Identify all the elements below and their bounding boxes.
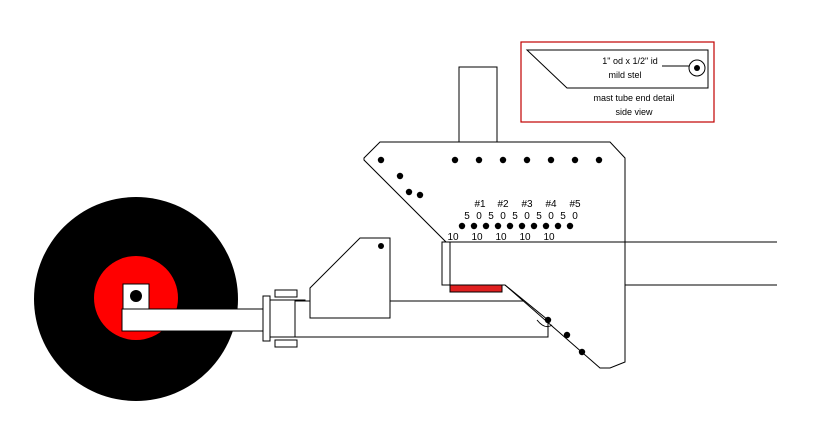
detail-material: mild stel <box>608 70 641 80</box>
position-label-5: #5 <box>569 199 581 210</box>
detail-box: 1" od x 1/2" id mild stel mast tube end … <box>520 41 715 123</box>
position-value: 0 <box>476 211 482 222</box>
position-value: 0 <box>524 211 530 222</box>
position-labels: #1 #2 #3 #4 #5 <box>474 199 581 210</box>
wheel <box>34 197 238 401</box>
wheel-arm <box>121 308 266 332</box>
position-holes <box>458 222 574 230</box>
position-value: 0 <box>572 211 578 222</box>
detail-ring-center <box>694 65 700 71</box>
position-value: 10 <box>543 232 555 243</box>
position-label-2: #2 <box>497 199 509 210</box>
position-label-3: #3 <box>521 199 533 210</box>
position-label-4: #4 <box>545 199 557 210</box>
plate-holes <box>377 156 603 356</box>
detail-dimension: 1" od x 1/2" id <box>602 56 657 66</box>
detail-caption: mast tube end detail <box>593 93 674 103</box>
bracket-hole <box>378 243 384 249</box>
fillet-arc <box>536 319 553 328</box>
red-pad <box>449 284 503 293</box>
main-plate <box>363 141 626 369</box>
position-value: 5 <box>464 211 470 222</box>
plate-lower-edge <box>504 284 549 321</box>
mast-tube <box>458 66 498 144</box>
position-value: 5 <box>488 211 494 222</box>
detail-tube-profile <box>525 49 709 89</box>
position-value: 5 <box>512 211 518 222</box>
position-value: 0 <box>548 211 554 222</box>
boom-tube <box>450 241 777 286</box>
axle-bolt <box>130 290 142 302</box>
position-label-1: #1 <box>474 199 486 210</box>
position-value: 5 <box>560 211 566 222</box>
position-value: 0 <box>500 211 506 222</box>
position-value: 10 <box>471 232 483 243</box>
position-row-2: 10 10 10 10 10 <box>447 232 555 243</box>
position-value: 10 <box>447 232 459 243</box>
position-row-1: 5 0 5 0 5 0 5 0 5 0 <box>464 211 578 222</box>
slot <box>441 241 451 286</box>
detail-subcaption: side view <box>615 107 653 117</box>
position-value: 10 <box>519 232 531 243</box>
position-value: 5 <box>536 211 542 222</box>
bracket <box>309 237 391 319</box>
position-value: 10 <box>495 232 507 243</box>
